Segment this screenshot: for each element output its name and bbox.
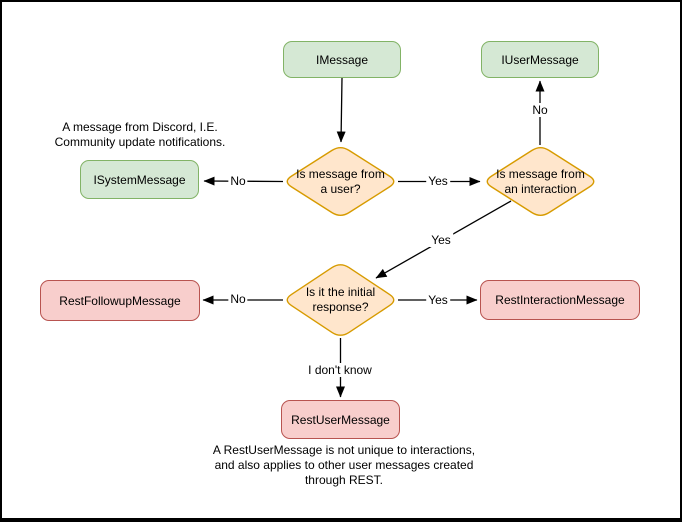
edge-label-user-yes: Yes	[426, 174, 450, 188]
decision-diamond-is-message-from-interaction	[486, 147, 595, 216]
edge-label-user-no: No	[228, 174, 248, 188]
node-isystemmessage: ISystemMessage	[80, 160, 199, 199]
decision-label-is-message-from-user: Is message from a user?	[296, 166, 385, 196]
edge-label-initial-yes: Yes	[426, 293, 450, 307]
decision-diamond-is-initial-response	[286, 264, 395, 336]
node-isystemmessage-label: ISystemMessage	[93, 172, 186, 187]
decision-diamond-is-message-from-user	[286, 147, 395, 216]
decision-label-is-initial-response: Is it the initial response?	[305, 284, 376, 314]
node-iusermessage: IUserMessage	[481, 41, 599, 78]
node-rest-followup-label: RestFollowupMessage	[59, 293, 181, 308]
node-imessage-label: IMessage	[315, 52, 369, 67]
node-rest-interaction-message: RestInteractionMessage	[480, 280, 640, 320]
edge-label-initial-no: No	[228, 292, 248, 306]
decision-label-is-message-from-interaction: Is message from an interaction	[496, 166, 585, 196]
edge-label-interaction-no: No	[530, 103, 550, 117]
note-isystemmessage: A message from Discord, I.E. Community u…	[54, 120, 226, 149]
node-rest-user-message: RestUserMessage	[281, 400, 400, 439]
node-rest-user-label: RestUserMessage	[291, 412, 390, 427]
node-rest-interaction-label: RestInteractionMessage	[495, 293, 625, 307]
edge-label-interaction-yes: Yes	[429, 233, 453, 247]
node-rest-followup-message: RestFollowupMessage	[40, 280, 200, 321]
node-iusermessage-label: IUserMessage	[501, 52, 579, 67]
edge-imessage-to-q-user	[336, 77, 346, 143]
edge-label-initial-unknown: I don't know	[306, 363, 374, 377]
node-imessage: IMessage	[283, 41, 401, 78]
note-rest-user-message: A RestUserMessage is not unique to inter…	[212, 443, 476, 487]
